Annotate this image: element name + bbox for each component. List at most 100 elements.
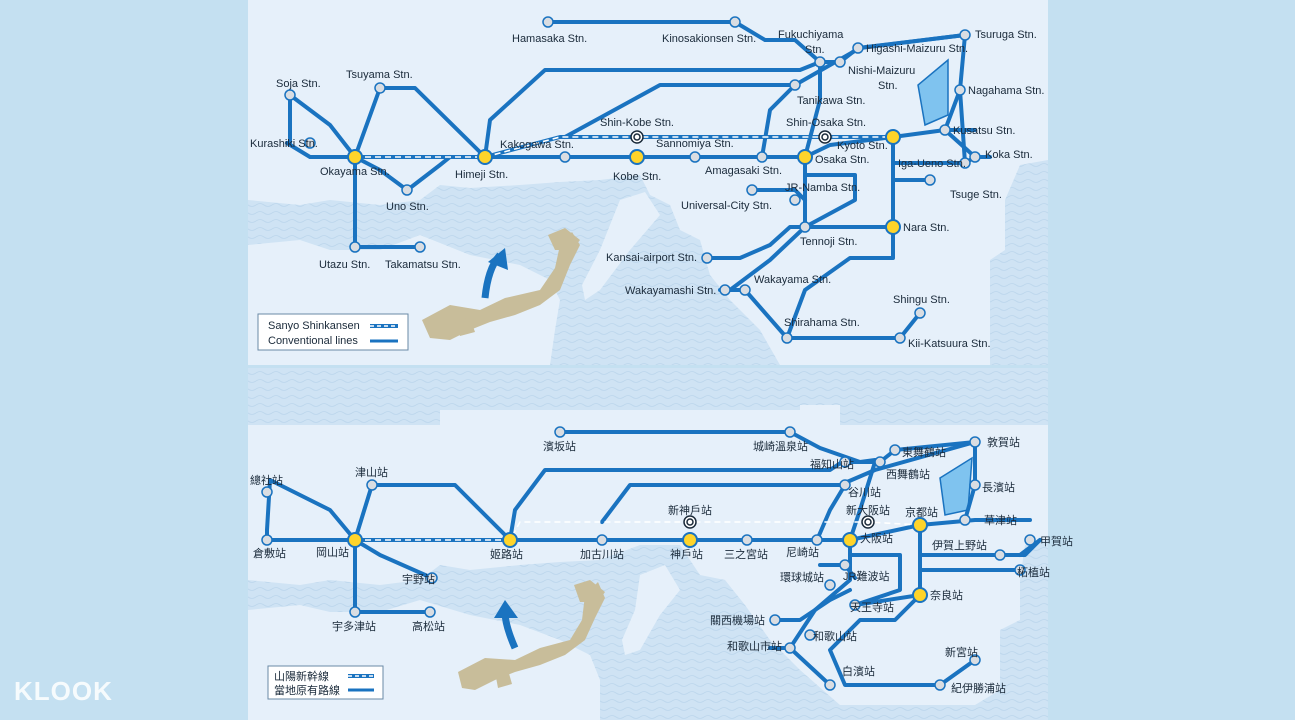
label-himeji-cn: 姬路站 [490, 547, 523, 561]
shinkansen-line [355, 136, 893, 158]
station-dot-kii-katsuura [894, 332, 906, 344]
station-labels-cn: 濱坂站 城崎溫泉站 福知山站 東舞鶴站 西舞鶴站 敦賀站 長濱站 總社站 津山站… [250, 435, 1073, 695]
label-shirahama-cn: 白濱站 [842, 664, 875, 678]
label-higashi-maizuru: Higashi-Maizuru Stn. [866, 43, 968, 55]
label-kansai-airport: Kansai-airport Stn. [606, 252, 697, 264]
hub-stations-cn [347, 517, 928, 603]
station-dot-wakayama [739, 284, 751, 296]
label-tsuge: Tsuge Stn. [950, 189, 1002, 201]
station-dot-tsuyama [374, 82, 386, 94]
label-koka: Koka Stn. [985, 149, 1033, 161]
land-honshu [248, 0, 1048, 365]
label-kinosaki-cn: 城崎溫泉站 [753, 439, 808, 453]
label-sannomiya-cn: 三之宮站 [724, 547, 768, 561]
station-dot-tsuruga [959, 29, 971, 41]
hub-kobe [629, 149, 645, 165]
label-kurashiki: Kurashiki Stn. [250, 138, 318, 150]
label-jr-namba: JR-Namba Stn. [785, 182, 860, 194]
label-amagasaki: Amagasaki Stn. [705, 165, 782, 177]
label-iga-ueno-cn: 伊賀上野站 [932, 538, 987, 552]
station-dot-kakogawa [559, 151, 571, 163]
station-dot-takamatsu [414, 241, 426, 253]
label-fukuchiyama-1: Fukuchiyama [778, 29, 844, 41]
label-kyoto: Kyoto Stn. [837, 140, 888, 152]
label-wakayama-cn: 和歌山站 [813, 629, 857, 643]
label-kusatsu: Kusatsu Stn. [953, 125, 1015, 137]
hub-stations-en [347, 129, 901, 235]
klook-watermark-logo: KLOOK [14, 676, 113, 706]
label-kakogawa: Kakogawa Stn. [500, 139, 574, 151]
stations-en [284, 16, 981, 344]
shinkansen-stations-cn [683, 515, 875, 529]
label-universal-city-cn: 環球城站 [780, 570, 824, 584]
label-uno-cn: 宇野站 [402, 572, 435, 586]
legend-english: Sanyo Shinkansen Conventional lines [257, 313, 409, 351]
label-tsuyama: Tsuyama Stn. [346, 69, 413, 81]
station-dot-utazu [349, 241, 361, 253]
station-dot-kinosaki [729, 16, 741, 28]
station-dot-uno [401, 184, 413, 196]
label-higashi-maizuru-cn: 東舞鶴站 [902, 445, 946, 459]
label-himeji: Himeji Stn. [455, 169, 508, 181]
label-kii-katsuura: Kii-Katsuura Stn. [908, 338, 991, 350]
hub-nara [885, 219, 901, 235]
label-sannomiya: Sannomiya Stn. [656, 138, 734, 150]
label-osaka: Osaka Stn. [815, 154, 869, 166]
lake-biwa [917, 58, 949, 127]
label-kobe: Kobe Stn. [613, 171, 661, 183]
station-dot-sannomiya [689, 151, 701, 163]
station-ring-shin-kobe [630, 130, 644, 144]
label-nara-cn: 奈良站 [930, 588, 963, 602]
label-okayama-cn: 岡山站 [316, 545, 349, 559]
label-shirahama: Shirahama Stn. [784, 317, 860, 329]
station-dot-higashi-maizuru [852, 42, 864, 54]
land-awaji-cn [622, 565, 680, 655]
label-jr-namba-cn: JR難波站 [843, 569, 889, 583]
label-wakayamashi-cn: 和歌山市站 [727, 639, 782, 653]
map-panel-chinese: 山陽新幹線 當地原有路線 [248, 368, 1073, 720]
station-dot-wakayamashi [719, 284, 731, 296]
label-tennoji: Tennoji Stn. [800, 236, 857, 248]
station-dot-universal-city [789, 194, 801, 206]
label-shingu-cn: 新宮站 [945, 645, 978, 659]
label-iga-ueno: Iga-Ueno Stn. [898, 158, 966, 170]
label-soja-cn: 總社站 [250, 473, 283, 487]
station-dot-tennoji [799, 221, 811, 233]
label-amagasaki-cn: 尼崎站 [786, 545, 819, 559]
hub-himeji [477, 149, 493, 165]
label-shin-kobe-cn: 新神戶站 [668, 503, 712, 517]
station-dot-shirahama [781, 332, 793, 344]
label-kobe-cn: 神戶站 [670, 547, 703, 561]
station-dot-kusatsu [939, 124, 951, 136]
label-shin-kobe: Shin-Kobe Stn. [600, 117, 674, 129]
label-nara: Nara Stn. [903, 222, 949, 234]
legend-conventional-label-cn: 當地原有路線 [274, 683, 340, 697]
label-fukuchiyama-2: Stn. [805, 44, 825, 56]
station-dot-iga-ueno [959, 157, 971, 169]
label-wakayamashi: Wakayamashi Stn. [625, 285, 716, 297]
label-tsuruga-cn: 敦賀站 [987, 435, 1020, 449]
station-dot-kurashiki [304, 137, 316, 149]
stations-cn [261, 426, 1036, 691]
label-wakayama: Wakayama Stn. [754, 274, 831, 286]
label-nagahama: Nagahama Stn. [968, 85, 1044, 97]
label-universal-city: Universal-City Stn. [681, 200, 772, 212]
arrow-head-icon [488, 248, 508, 270]
label-fukuchiyama-cn: 福知山站 [810, 457, 854, 471]
japan-inset [422, 228, 580, 340]
legend-shinkansen-label-cn: 山陽新幹線 [274, 669, 329, 683]
legend-shinkansen-label: Sanyo Shinkansen [268, 320, 360, 332]
arrow-head-icon-cn [494, 600, 518, 618]
station-dot-tsuge [924, 174, 936, 186]
label-kansai-airport-cn: 關西機場站 [710, 613, 765, 627]
label-okayama: Okayama Stn. [320, 166, 390, 178]
legend-chinese: 山陽新幹線 當地原有路線 [267, 665, 384, 700]
label-shingu: Shingu Stn. [893, 294, 950, 306]
label-nishi-maizuru-2: Stn. [878, 80, 898, 92]
station-labels-en: Hamasaka Stn. Kinosakionsen Stn. Fukuchi… [250, 29, 1044, 350]
station-dot-tanikawa [789, 79, 801, 91]
label-tennoji-cn: 天王寺站 [850, 600, 894, 614]
label-kusatsu-cn: 草津站 [984, 513, 1017, 527]
hub-osaka [797, 149, 813, 165]
